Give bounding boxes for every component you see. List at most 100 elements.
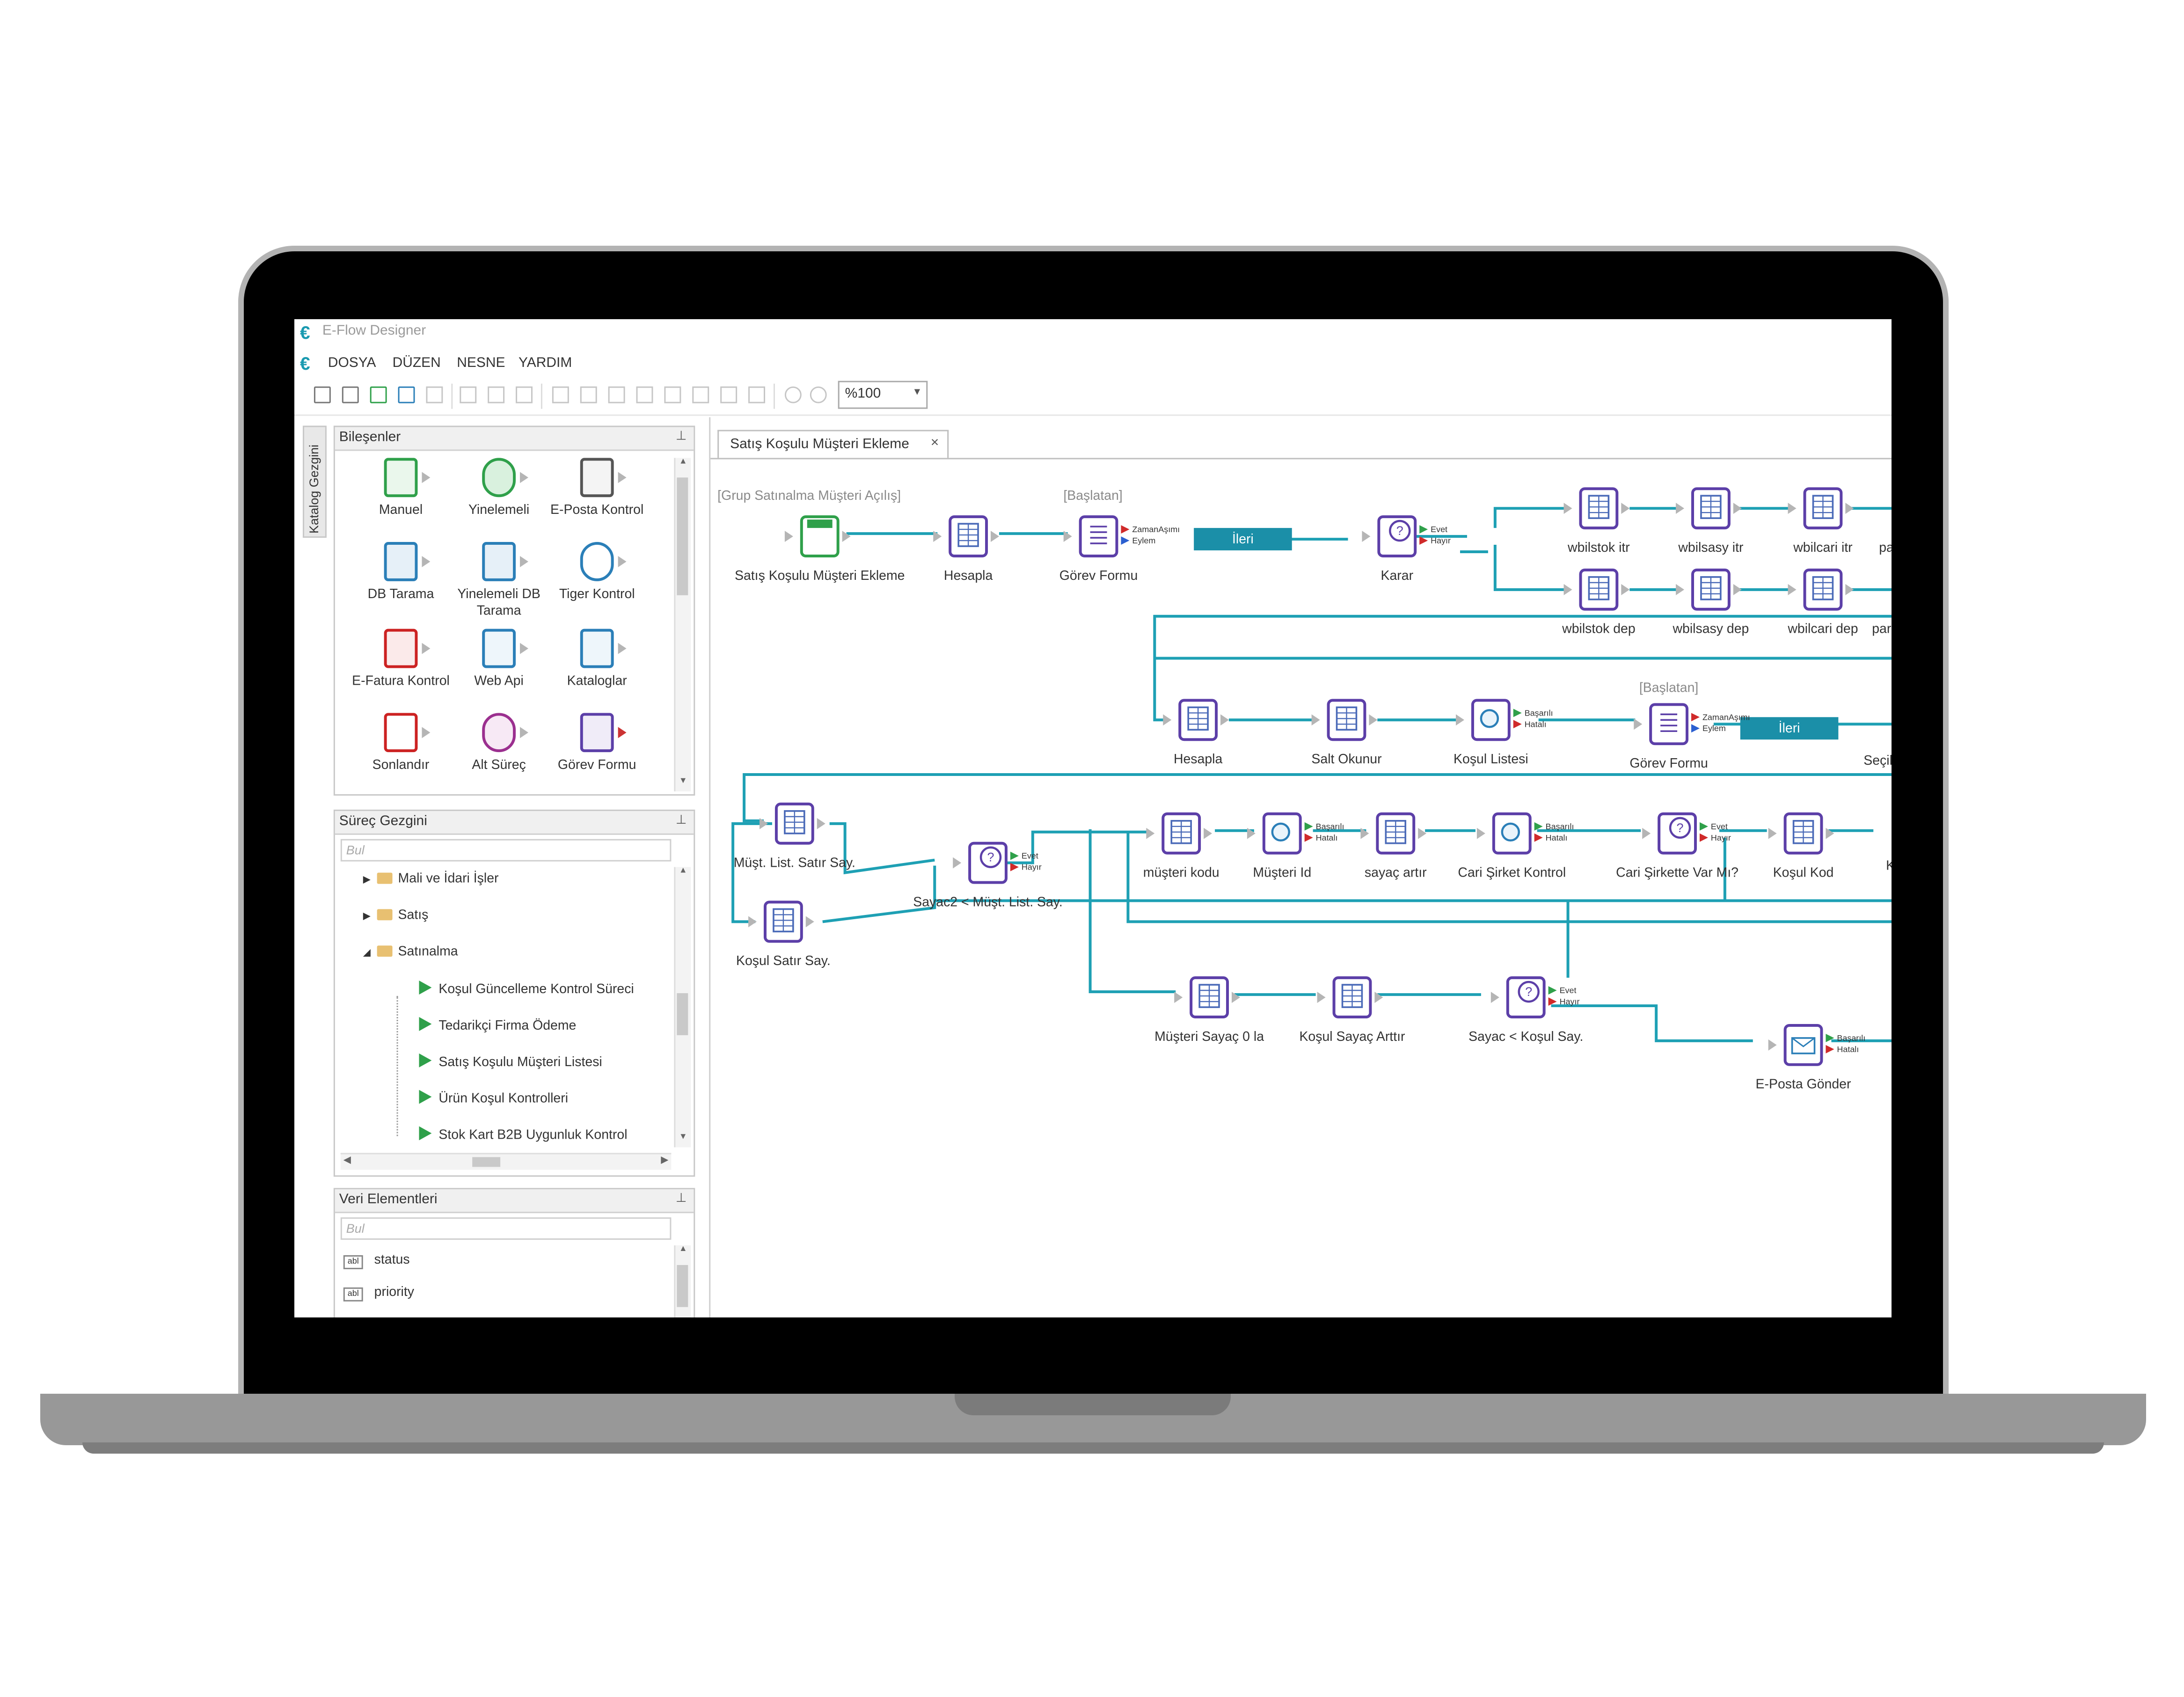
evet-port-icon[interactable] [1419, 525, 1428, 534]
align-bottom-icon[interactable] [580, 386, 597, 403]
connector-line[interactable] [829, 822, 935, 875]
workflow-canvas[interactable]: İleriİleriZamanAşımıEylem?EvetHayırBaşar… [710, 417, 1892, 1317]
eylem-port-icon[interactable] [1691, 724, 1700, 733]
menu-nesne[interactable]: NESNE [457, 355, 505, 371]
catalog-explorer-tab[interactable]: Katalog Gezgini [302, 425, 327, 538]
ileri-button-1[interactable]: İleri [1194, 528, 1292, 551]
hatali-port-icon[interactable] [1534, 833, 1543, 842]
tree-folder-mali[interactable]: ▶Mali ve İdari İşler [363, 871, 499, 887]
hatali-port-icon[interactable] [1826, 1045, 1834, 1053]
component-yinelemeli-db-tarama[interactable]: Yinelemeli DB Tarama [450, 542, 548, 626]
align-middle-icon[interactable] [664, 386, 681, 403]
scroll-thumb[interactable] [472, 1157, 501, 1167]
component-web-api[interactable]: Web Api [450, 629, 548, 713]
scroll-left-icon[interactable]: ◀ [343, 1156, 351, 1166]
node-hesapla-2[interactable] [1163, 699, 1229, 741]
component-alt-surec[interactable]: Alt Süreç [450, 713, 548, 797]
scroll-thumb[interactable] [677, 477, 688, 595]
tree-process-item[interactable]: Ürün Koşul Kontrolleri [419, 1090, 568, 1107]
basarili-port-icon[interactable] [1534, 822, 1543, 831]
hayir-port-icon[interactable] [1699, 833, 1708, 842]
document-tab[interactable]: Satış Koşulu Müşteri Ekleme × [717, 430, 949, 458]
node-musteri-sayac[interactable] [1174, 976, 1240, 1019]
scroll-up-icon[interactable]: ▲ [679, 1245, 687, 1254]
menu-yardim[interactable]: YARDIM [519, 355, 572, 371]
new-from-template-icon[interactable] [342, 386, 359, 403]
component-kataloglar[interactable]: Kataloglar [548, 629, 646, 713]
tree-process-item[interactable]: Satış Koşulu Müşteri Listesi [419, 1053, 602, 1070]
tree-process-item[interactable]: Koşul Güncelleme Kontrol Süreci [419, 980, 634, 997]
component-db-tarama[interactable]: DB Tarama [352, 542, 450, 626]
node-start[interactable] [784, 515, 851, 557]
evet-port-icon[interactable] [1010, 851, 1019, 860]
node-musteri-kodu[interactable] [1146, 812, 1213, 855]
process-explorer-hscroll[interactable]: ◀ ▶ [340, 1153, 672, 1170]
scroll-up-icon[interactable]: ▲ [679, 867, 687, 876]
process-explorer-vscroll[interactable]: ▲ ▼ [674, 867, 691, 1148]
connector-line[interactable] [1493, 545, 1568, 591]
menu-duzen[interactable]: DÜZEN [392, 355, 441, 371]
eylem-port-icon[interactable] [1121, 536, 1130, 545]
align-center-icon[interactable] [636, 386, 653, 403]
node-wbilsasy-dep[interactable] [1676, 568, 1742, 611]
components-scrollbar[interactable]: ▲ ▼ [674, 458, 691, 791]
component-gorev-formu[interactable]: Görev Formu [548, 713, 646, 797]
zoom-out-icon[interactable] [784, 386, 802, 403]
process-search-input[interactable]: Bul [340, 839, 672, 862]
export-icon[interactable] [398, 386, 415, 403]
connector-line[interactable] [1551, 1004, 1753, 1042]
pin-icon[interactable]: ⊥ [675, 812, 687, 827]
node-wbilstok-itr[interactable] [1563, 487, 1630, 530]
pin-icon[interactable]: ⊥ [675, 1191, 687, 1205]
hayir-port-icon[interactable] [1010, 863, 1019, 871]
node-wbilcari-itr[interactable] [1788, 487, 1854, 530]
component-tiger-kontrol[interactable]: Tiger Kontrol [548, 542, 646, 626]
zoom-select[interactable]: %100 ▼ [838, 380, 928, 409]
evet-port-icon[interactable] [1699, 822, 1708, 831]
component-sonlandir[interactable]: Sonlandır [352, 713, 450, 797]
align-top-icon[interactable] [608, 386, 625, 403]
copy-icon[interactable] [488, 386, 505, 403]
node-wbilsasy-itr[interactable] [1676, 487, 1742, 530]
scroll-right-icon[interactable]: ▶ [661, 1156, 669, 1166]
menu-logo-icon[interactable]: € [299, 352, 310, 374]
scroll-up-icon[interactable]: ▲ [679, 458, 687, 467]
hayir-port-icon[interactable] [1548, 997, 1557, 1006]
node-kosul-satir[interactable] [748, 900, 814, 943]
evet-port-icon[interactable] [1548, 986, 1557, 995]
zaman-asimi-port-icon[interactable] [1121, 525, 1130, 534]
scroll-thumb[interactable] [677, 1265, 688, 1307]
basarili-port-icon[interactable] [1826, 1033, 1834, 1042]
tree-process-item[interactable]: Stok Kart B2B Uygunluk Kontrol [419, 1126, 628, 1143]
basarili-port-icon[interactable] [1304, 822, 1313, 831]
connector-line[interactable] [822, 865, 936, 923]
node-hesapla-1[interactable] [933, 515, 999, 557]
node-must-list-satir[interactable] [760, 802, 825, 845]
hatali-port-icon[interactable] [1304, 833, 1313, 842]
align-left-icon[interactable] [552, 386, 569, 403]
component-eposta-kontrol[interactable]: E-Posta Kontrol [548, 458, 646, 542]
open-icon[interactable] [370, 386, 387, 403]
new-icon[interactable] [314, 386, 331, 403]
save-icon[interactable] [426, 386, 443, 403]
connector-line[interactable] [743, 773, 1892, 822]
node-wbilstok-dep[interactable] [1563, 568, 1630, 611]
same-height-icon[interactable] [720, 386, 738, 403]
scroll-down-icon[interactable]: ▼ [679, 777, 687, 786]
hayir-port-icon[interactable] [1419, 536, 1428, 545]
connector-line[interactable] [1088, 829, 1176, 994]
node-kosul-kod[interactable] [1768, 812, 1834, 855]
data-elements-search-input[interactable]: Bul [340, 1217, 672, 1240]
connector-line[interactable] [1126, 832, 1892, 923]
pin-icon[interactable]: ⊥ [675, 428, 687, 443]
tree-folder-satinalma[interactable]: ◢Satınalma [363, 944, 458, 960]
